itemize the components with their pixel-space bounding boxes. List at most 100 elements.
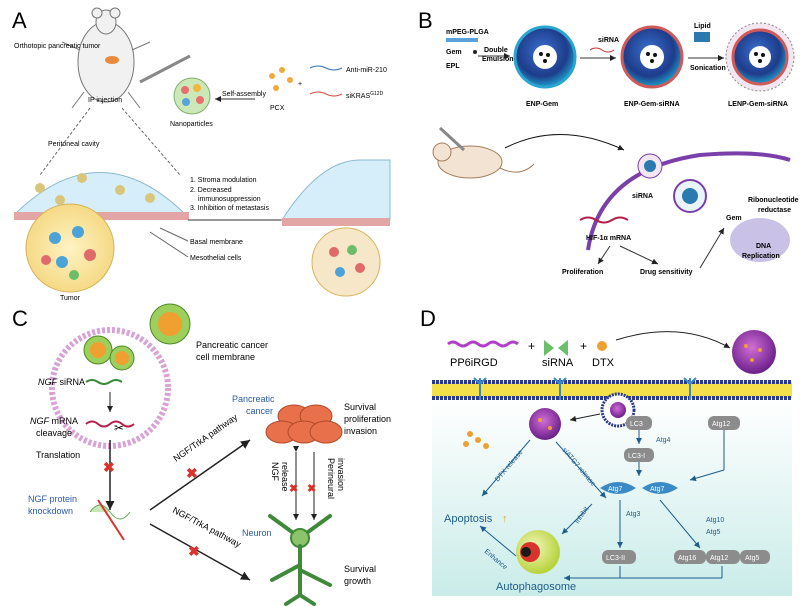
endocytosed-np (600, 392, 636, 428)
label-orthotopic: Orthotopic pancreatic tumor (14, 43, 101, 50)
label-replication: Replication (742, 253, 780, 260)
label-perineural-2: invasion (336, 458, 346, 491)
nucleus-b (730, 218, 790, 262)
panel-b: B mPEG-PLGA Gem EPL Double Emulsion ENP-… (418, 8, 799, 276)
label-gem: Gem (446, 49, 462, 56)
label-atg16: Atg16 (678, 555, 696, 562)
lipid-box (694, 32, 710, 42)
label-cleavage: cleavage (36, 428, 72, 438)
scissors-icon: ✂ (114, 421, 124, 435)
label-sg-2: growth (344, 576, 371, 586)
peritoneal-dome-right (281, 159, 391, 297)
label-mesothelial: Mesothelial cells (190, 255, 242, 262)
dtx-cluster (467, 431, 473, 437)
label-basal: Basal membrane (190, 239, 243, 246)
panel-b-letter: B (418, 8, 433, 33)
panel-d-letter: D (420, 306, 436, 331)
label-perineural-1: Perineural (326, 458, 336, 499)
label-surv-3: invasion (344, 426, 377, 436)
sikras-strand (309, 91, 343, 97)
label-atg7a: Atg7 (608, 486, 623, 493)
label-atg7b: Atg7 (650, 486, 665, 493)
label-sonication: Sonication (690, 65, 726, 72)
label-ip-injection: IP injection (88, 97, 122, 104)
neuron-illustration (268, 514, 332, 606)
np-inside-2 (109, 345, 135, 371)
label-effect-1: 1. Stroma modulation (190, 177, 257, 184)
label-hif: HIF-1α mRNA (586, 235, 631, 242)
label-lc3: LC3 (630, 421, 643, 428)
label-ngf-sirna: NGF siRNA (38, 377, 85, 387)
np-enp-gem (513, 25, 577, 89)
label-effect-2: 2. Decreased (190, 187, 232, 194)
label-tumor: Tumor (60, 295, 81, 302)
label-ribonucleotide: Ribonucleotide (748, 197, 799, 204)
label-sikras: siKRASG12D (346, 91, 384, 100)
label-lc3ii: LC3-II (606, 555, 625, 562)
np-lenp-gem-sirna (725, 22, 795, 92)
label-reductase: reductase (758, 207, 791, 214)
plus-sign: + (298, 81, 302, 88)
label-surv-1: Survival (344, 402, 376, 412)
label-ngf-release-2: release (280, 462, 290, 492)
label-effect-3: 3. Inhibition of metastasis (190, 205, 269, 212)
box-atg12-top (708, 416, 740, 430)
pcx-molecule (269, 67, 293, 91)
label-enp-gem-sirna: ENP-Gem-siRNA (624, 101, 680, 108)
label-pathway-top: NGF/TrkA pathway (171, 412, 239, 464)
tumor-mass (25, 203, 115, 293)
label-drug-sensitivity: Drug sensitivity (640, 269, 693, 276)
label-kd-1: NGF protein (28, 494, 77, 504)
label-pcx: PCX (270, 105, 285, 112)
cytoplasm-d (432, 400, 792, 596)
label-translation: Translation (36, 450, 80, 460)
label-plus-1: + (528, 339, 535, 353)
syringe-icon (139, 54, 191, 84)
np-enp-gem-sirna (620, 25, 684, 89)
basal-membrane-strip (14, 212, 189, 220)
mouse-illustration (61, 7, 191, 109)
dtx-dot (597, 341, 607, 351)
atg7-right (642, 482, 678, 494)
endosome (673, 179, 707, 213)
label-mpeg-plga: mPEG-PLGA (446, 29, 489, 36)
panel-d: D PP6iRGD + siRNA + DTX (420, 306, 792, 596)
label-pc-2: cancer (246, 406, 273, 416)
label-atg12b: Atg12 (710, 555, 728, 562)
box-atg5 (740, 550, 770, 564)
sirna-d-icon (544, 340, 568, 356)
label-atg12-top: Atg12 (712, 421, 730, 428)
peritoneal-dome-left (13, 172, 189, 293)
label-pp6irgd: PP6iRGD (450, 357, 498, 369)
label-gem-b: Gem (726, 215, 742, 222)
label-plus-2: + (580, 339, 587, 353)
label-lenp: LENP-Gem-siRNA (728, 101, 788, 108)
box-lc3ii (602, 550, 636, 564)
label-enp-gem: ENP-Gem (526, 101, 558, 108)
label-sirna-top: siRNA (598, 37, 619, 44)
label-dna: DNA (756, 243, 771, 250)
coated-np (149, 303, 191, 345)
label-emulsion: Emulsion (482, 56, 514, 63)
label-anti-mir: Anti-miR-210 (346, 67, 387, 74)
block-x-5: ✖ (307, 483, 316, 495)
label-atg3: Atg3 (626, 511, 641, 518)
label-ngf-release-1: NGF (270, 462, 280, 482)
label-self-assembly: Self-assembly (222, 91, 266, 98)
label-lipid: Lipid (694, 23, 711, 30)
np-d-large (732, 330, 776, 374)
label-nanoparticles: Nanoparticles (170, 121, 213, 128)
panel-a-letter: A (12, 8, 27, 33)
released-np (529, 408, 561, 440)
label-membrane-1: Pancreatic cancer (196, 340, 268, 350)
box-lc3i (624, 448, 654, 462)
mouse-b-illustration (432, 126, 535, 179)
panel-c-letter: C (12, 306, 28, 331)
box-lc3 (626, 416, 652, 430)
box-atg16 (674, 550, 706, 564)
label-apoptosis: Apoptosis (444, 513, 493, 525)
label-proliferation: Proliferation (562, 269, 603, 276)
protein-knockdown (89, 499, 131, 541)
label-lc3i: LC3-I (628, 453, 645, 460)
label-membrane-2: cell membrane (196, 352, 255, 362)
